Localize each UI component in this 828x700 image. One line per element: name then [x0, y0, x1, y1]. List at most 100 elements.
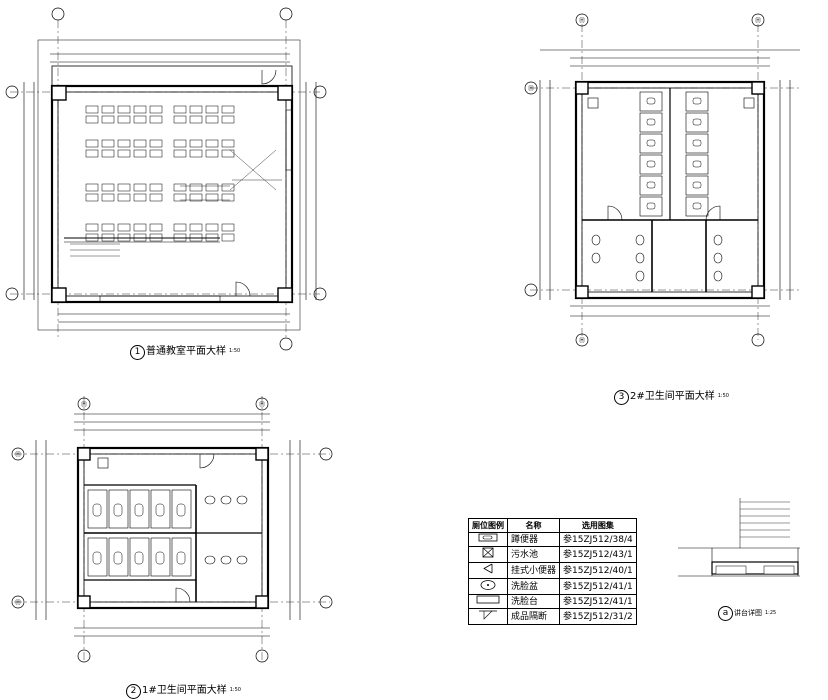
- toilet-stall: [685, 175, 709, 196]
- mop-sink-icon: [97, 457, 109, 469]
- desk: [101, 223, 115, 232]
- squat-toilet-icon: [113, 551, 123, 565]
- legend-name: 蹲便器: [506, 532, 561, 547]
- grid-label: Ⓗ: [579, 17, 585, 25]
- desk: [189, 105, 203, 114]
- desk: [189, 193, 203, 202]
- caption-scale: 1:50: [717, 393, 729, 399]
- grid-bubble: [255, 649, 269, 663]
- desk: [85, 223, 99, 232]
- wash-basin-icon: [236, 495, 248, 505]
- desk: [101, 139, 115, 148]
- toilet-stall: [108, 537, 129, 577]
- desk: [173, 223, 187, 232]
- desk-grid: [85, 105, 235, 242]
- desk: [149, 193, 163, 202]
- platform-hatch: [715, 565, 747, 575]
- grid-label: Ⓗ: [259, 401, 265, 409]
- caption-number: 3: [614, 390, 629, 405]
- grid-label: Ⓗ: [15, 599, 21, 607]
- legend-row: 污水池 参15ZJ512/43/1: [468, 546, 637, 563]
- squat-toilet-icon: [646, 139, 656, 147]
- door-swing: [261, 69, 277, 85]
- desk: [85, 139, 99, 148]
- legend-row: 洗脸台 参15ZJ512/41/1: [468, 594, 637, 609]
- desk: [221, 115, 235, 124]
- caption-number: 1: [130, 345, 145, 360]
- legend-name: 污水池: [506, 546, 561, 563]
- toilet-stall: [171, 489, 192, 529]
- wash-basin-icon: [468, 578, 508, 595]
- wash-basin-icon: [713, 234, 723, 246]
- column: [277, 287, 293, 303]
- squat-toilet-icon: [92, 551, 102, 565]
- legend-name: 洗脸盆: [506, 578, 561, 595]
- legend-row: 挂式小便器 参15ZJ512/40/1: [468, 562, 637, 579]
- desk: [101, 115, 115, 124]
- squat-toilet-icon: [692, 118, 702, 126]
- desk: [85, 193, 99, 202]
- grid-bubble: [319, 447, 333, 461]
- desk: [173, 193, 187, 202]
- wash-counter-icon: [468, 594, 508, 609]
- squat-toilet-icon: [92, 503, 102, 517]
- desk: [189, 139, 203, 148]
- toilet-stall: [87, 537, 108, 577]
- legend-ref: 参15ZJ512/31/2: [559, 608, 637, 625]
- column: [77, 447, 91, 461]
- toilet-stall: [639, 196, 663, 217]
- exterior-wall: [76, 446, 270, 610]
- desk: [221, 183, 235, 192]
- grid-bubble: [11, 447, 25, 461]
- caption-title: 2#卫生间平面大样: [630, 391, 715, 402]
- desk: [133, 223, 147, 232]
- legend-row: 成品隔断 参15ZJ512/31/2: [468, 608, 637, 625]
- column: [751, 285, 765, 299]
- platform-hatch: [763, 565, 795, 575]
- toilet-stall: [171, 537, 192, 577]
- desk: [85, 105, 99, 114]
- window: [99, 295, 221, 303]
- door-swing: [175, 587, 191, 603]
- desk: [117, 115, 131, 124]
- toilet-stall: [639, 154, 663, 175]
- squat-toilet-icon: [134, 503, 144, 517]
- desk: [205, 105, 219, 114]
- toilet-stall: [639, 112, 663, 133]
- squat-toilet-icon: [692, 181, 702, 189]
- grid-bubble: [524, 283, 538, 297]
- legend-name: 洗脸台: [506, 594, 561, 609]
- interior-wall-line: [83, 453, 263, 603]
- toilet-stall: [639, 133, 663, 154]
- grid-bubble: [77, 397, 91, 411]
- wash-basin-icon: [713, 270, 723, 282]
- desk: [173, 183, 187, 192]
- desk: [133, 115, 147, 124]
- squat-toilet-icon: [113, 503, 123, 517]
- wash-basin-icon: [591, 252, 601, 264]
- legend-ref: 参15ZJ512/43/1: [559, 546, 637, 563]
- desk: [101, 149, 115, 158]
- desk: [173, 115, 187, 124]
- detail-note-lines: [740, 501, 790, 538]
- legend-name: 挂式小便器: [506, 562, 561, 579]
- squat-toilet-icon: [134, 551, 144, 565]
- squat-toilet-icon: [646, 181, 656, 189]
- desk: [133, 193, 147, 202]
- column: [77, 595, 91, 609]
- grid-bubble: [11, 595, 25, 609]
- stall-rows: [87, 457, 248, 577]
- grid-bubble: [51, 7, 65, 21]
- grid-bubble: [751, 333, 765, 347]
- desk: [133, 105, 147, 114]
- toilet-stall: [108, 489, 129, 529]
- caption-scale: 1:50: [229, 348, 241, 354]
- desk: [117, 183, 131, 192]
- grid-bubble: [279, 7, 293, 21]
- desk: [133, 149, 147, 158]
- caption-number: 2: [126, 684, 141, 699]
- legend-row: 洗脸盆 参15ZJ512/41/1: [468, 578, 637, 595]
